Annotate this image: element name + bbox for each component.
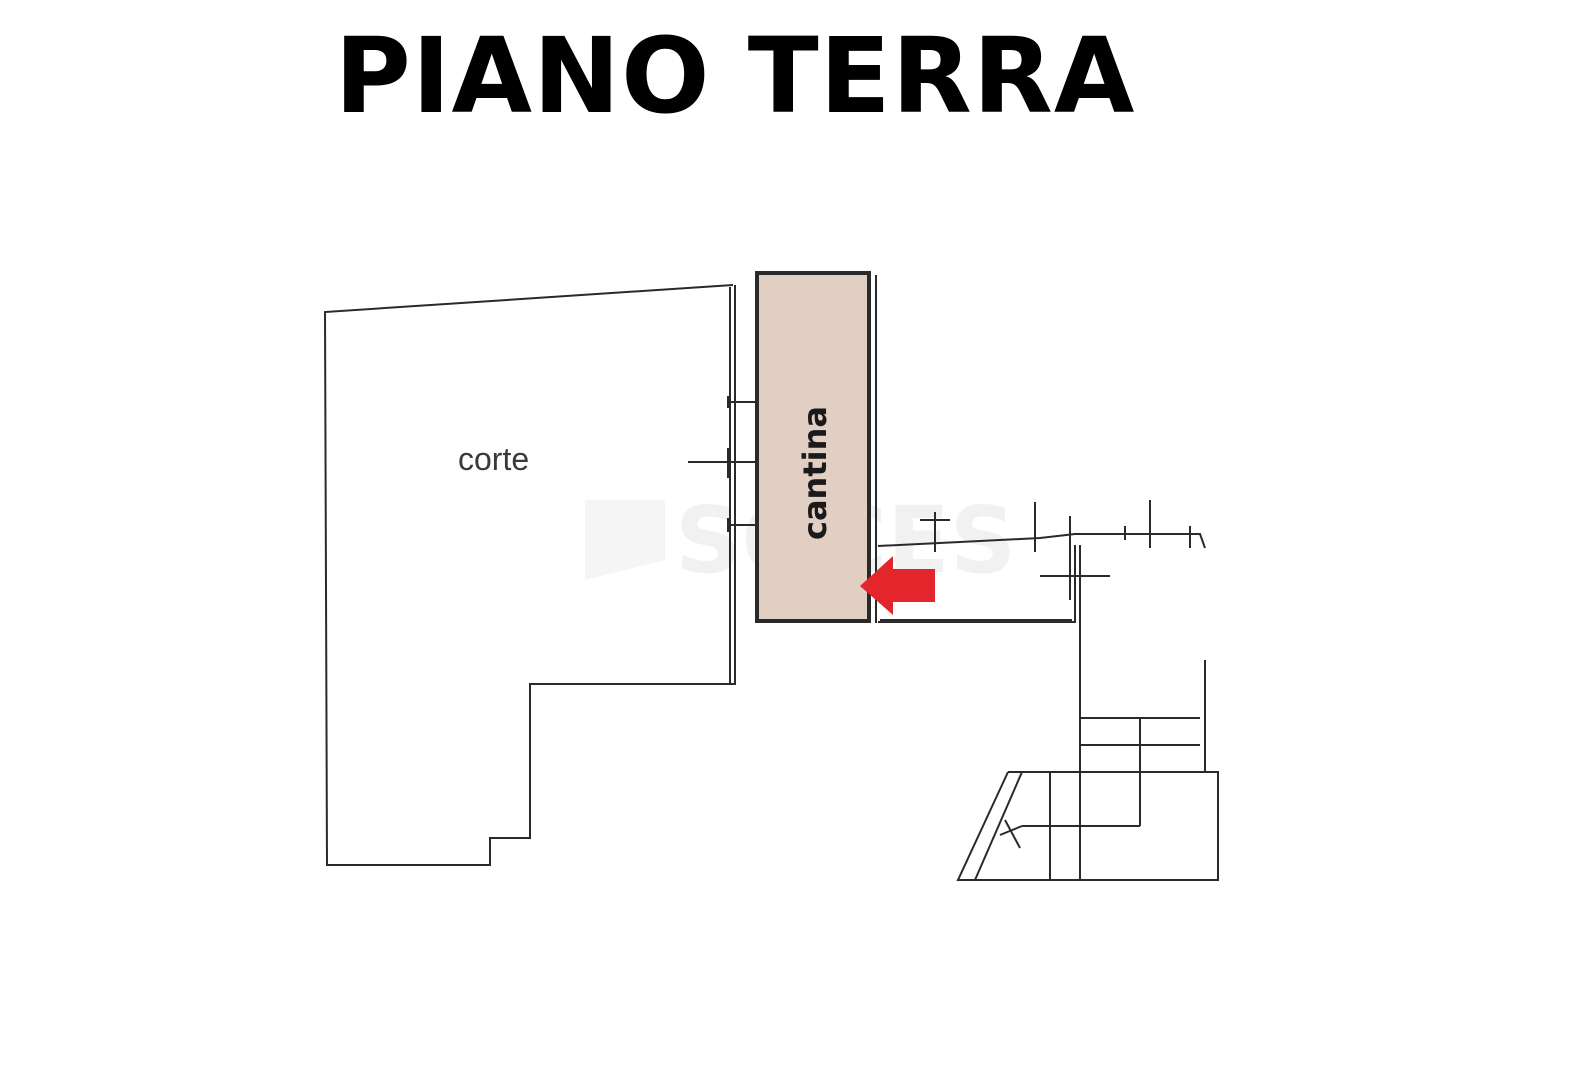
cellar-label: cantina xyxy=(796,406,834,540)
entrance-arrow-icon xyxy=(860,556,935,615)
corridor-walls xyxy=(877,500,1206,776)
court-label: corte xyxy=(458,441,529,477)
court-outline xyxy=(323,284,736,866)
court-door-marks xyxy=(688,396,762,532)
watermark-logo-icon xyxy=(585,500,665,580)
floor-title: PIANO TERRA xyxy=(334,15,1136,137)
stair-block xyxy=(956,660,1219,881)
cellar-room xyxy=(755,271,871,623)
